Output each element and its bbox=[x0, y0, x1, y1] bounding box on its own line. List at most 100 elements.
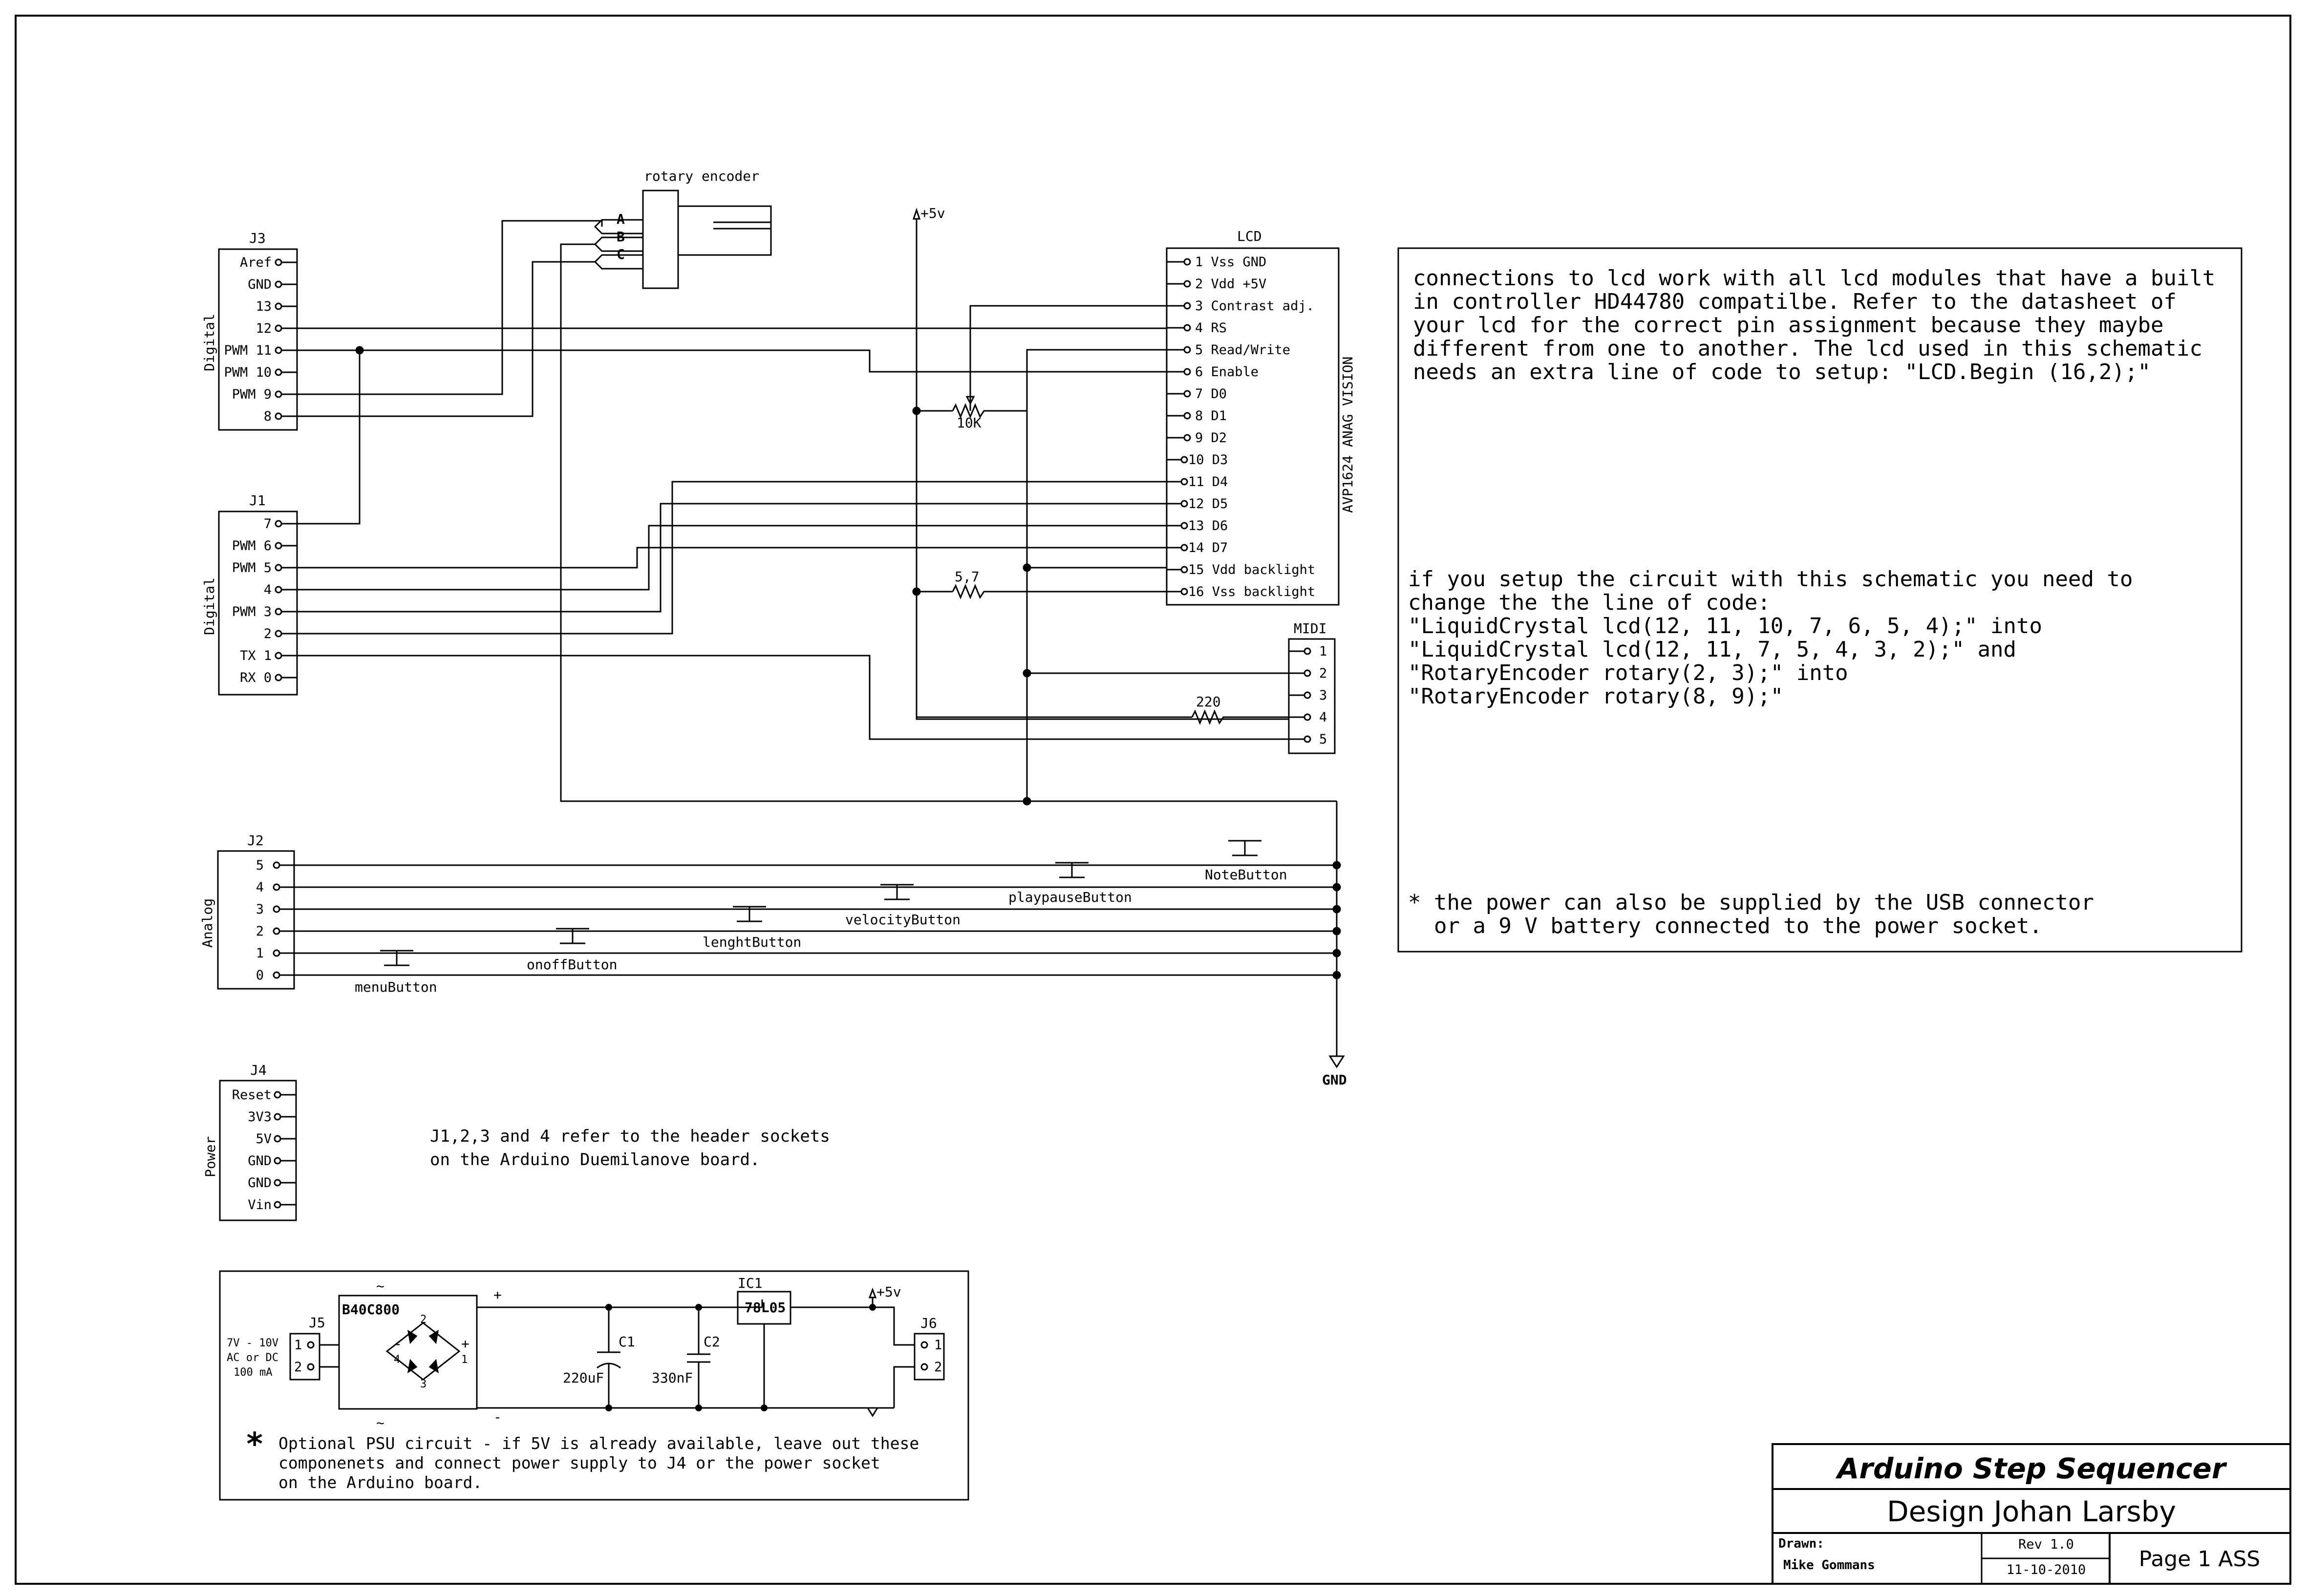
j1-pin-1: TX 1 bbox=[240, 648, 272, 663]
notes-frame bbox=[1397, 247, 2243, 953]
psu-input-line-3: 100 mA bbox=[234, 1366, 272, 1379]
bridge-pin-3: 3 bbox=[420, 1378, 427, 1390]
bridge-minus-sign: - bbox=[394, 1336, 402, 1352]
resistor-backlight-label: 5,7 bbox=[955, 569, 980, 585]
j5-ref: J5 bbox=[309, 1315, 325, 1331]
midi-body bbox=[1288, 638, 1336, 754]
power-note-line-1: * the power can also be supplied by the … bbox=[1408, 890, 2094, 915]
sheet-border bbox=[15, 15, 2291, 1585]
bridge-pin-4: 4 bbox=[394, 1354, 400, 1366]
header-j2: J2 Analog 5 4 3 2 1 0 bbox=[199, 832, 295, 990]
psu-plus-label: + bbox=[493, 1287, 502, 1303]
j3-pin-11: PWM 11 bbox=[224, 343, 272, 358]
wires-analog bbox=[279, 801, 1345, 1068]
code-note-line-6: "RotaryEncoder rotary(8, 9);" bbox=[1408, 684, 1783, 709]
lcd-pin-10: 10 D3 bbox=[1188, 452, 1228, 468]
bridge-tilde-bottom: ~ bbox=[376, 1415, 384, 1431]
j2-pin-3: 3 bbox=[256, 902, 264, 917]
title-block-title: Arduino Step Sequencer bbox=[1836, 1452, 2227, 1485]
bridge-ref: B40C800 bbox=[342, 1301, 400, 1318]
header-j4: J4 Power Reset 3V3 5V GND GND Vin bbox=[202, 1062, 297, 1221]
j3-pin-8: 8 bbox=[264, 409, 272, 424]
bridge-plus: + bbox=[461, 1336, 470, 1352]
code-note-line-3: "LiquidCrystal lcd(12, 11, 10, 7, 6, 5, … bbox=[1408, 614, 2042, 638]
header-j3: J3 Digital Aref GND 13 12 PWM 11 PWM 10 … bbox=[201, 230, 298, 431]
c2-value: 330nF bbox=[652, 1370, 693, 1386]
lcd-note-line-5: needs an extra line of code to setup: "L… bbox=[1413, 360, 2151, 384]
button-menu-label: menuButton bbox=[355, 979, 437, 995]
midi-connector: MIDI 1 2 3 4 5 bbox=[1288, 620, 1336, 754]
bridge-body bbox=[338, 1295, 478, 1410]
lcd-note-line-1: connections to lcd work with all lcd mod… bbox=[1413, 266, 2215, 291]
j1-body bbox=[218, 511, 298, 696]
notes-box: connections to lcd work with all lcd mod… bbox=[1397, 247, 2243, 953]
code-note-line-1: if you setup the circuit with this schem… bbox=[1408, 567, 2133, 592]
psu-note-line-2: componenets and connect power supply to … bbox=[278, 1453, 880, 1472]
supply-5v-label: +5v bbox=[920, 205, 945, 221]
j1-ref: J1 bbox=[249, 492, 266, 509]
resistor-midi bbox=[1191, 709, 1226, 725]
j4-pin-gnd2: GND bbox=[248, 1175, 272, 1191]
resistor-backlight bbox=[952, 584, 987, 599]
lcd-pin-7: 7 D0 bbox=[1195, 386, 1227, 402]
j3-side-label: Digital bbox=[201, 314, 217, 371]
j1-pin-5: PWM 5 bbox=[232, 560, 272, 575]
bridge-pin-2: 2 bbox=[420, 1314, 427, 1326]
j3-pin-gnd: GND bbox=[248, 277, 272, 292]
psu-note-star: * bbox=[245, 1426, 264, 1463]
lcd-pin-13: 13 D6 bbox=[1188, 518, 1228, 533]
lcd-pin-5: 5 Read/Write bbox=[1195, 342, 1290, 358]
lcd-pin-6: 6 Enable bbox=[1195, 364, 1259, 380]
button-onoff bbox=[556, 928, 589, 944]
title-block-page: Page 1 ASS bbox=[2139, 1547, 2260, 1572]
button-playpause bbox=[1055, 862, 1089, 878]
j5-pin-2: 2 bbox=[294, 1360, 302, 1375]
resistor-midi-label: 220 bbox=[1196, 694, 1221, 710]
gnd-label: GND bbox=[1322, 1072, 1347, 1088]
code-note-line-5: "RotaryEncoder rotary(2, 3);" into bbox=[1408, 660, 1848, 685]
button-note bbox=[1228, 840, 1261, 856]
lcd-pin-2: 2 Vdd +5V bbox=[1195, 277, 1266, 292]
j1-pin-3: PWM 3 bbox=[232, 604, 272, 619]
midi-pin-1: 1 bbox=[1319, 644, 1327, 659]
bridge-pin-1: 1 bbox=[461, 1354, 468, 1366]
j2-pin-0: 0 bbox=[256, 968, 264, 983]
j1-pin-7: 7 bbox=[264, 516, 272, 532]
j5-pin-1: 1 bbox=[294, 1338, 302, 1353]
j4-pin-3v3: 3V3 bbox=[248, 1109, 272, 1125]
encoder-title: rotary encoder bbox=[644, 168, 759, 184]
lcd-pin-14: 14 D7 bbox=[1188, 540, 1228, 555]
code-note-line-2: change the the line of code: bbox=[1408, 590, 1771, 615]
button-length-label: lenghtButton bbox=[703, 934, 801, 950]
psu-5v-label: +5v bbox=[876, 1284, 901, 1300]
code-note-line-4: "LiquidCrystal lcd(12, 11, 7, 5, 4, 3, 2… bbox=[1408, 637, 2016, 662]
button-velocity-label: velocityButton bbox=[845, 912, 961, 928]
button-playpause-label: playpauseButton bbox=[1008, 889, 1132, 905]
title-block-design: Design Johan Larsby bbox=[1887, 1495, 2176, 1528]
lcd-pin-16: 16 Vss backlight bbox=[1188, 584, 1315, 599]
j3-pin-aref: Aref bbox=[240, 255, 272, 270]
encoder-pin-a: A bbox=[617, 211, 625, 227]
psu-note-line-1: Optional PSU circuit - if 5V is already … bbox=[278, 1434, 919, 1453]
j2-pin-5: 5 bbox=[256, 858, 264, 873]
j3-pin-13: 13 bbox=[256, 299, 272, 314]
button-menu bbox=[380, 950, 413, 966]
j5-body bbox=[289, 1333, 320, 1381]
power-note-line-2: or a 9 V battery connected to the power … bbox=[1408, 914, 2042, 938]
j4-pin-5v: 5V bbox=[256, 1131, 272, 1147]
j6-pin-1: 1 bbox=[934, 1338, 942, 1353]
lcd-part-number: AVP1624 ANAG VISION bbox=[1340, 357, 1356, 513]
lcd-pin-15: 15 Vdd backlight bbox=[1188, 562, 1315, 577]
title-block: Arduino Step Sequencer Design Johan Lars… bbox=[1772, 1443, 2291, 1585]
button-length bbox=[733, 906, 766, 922]
title-block-drawn-by: Mike Gommans bbox=[1783, 1558, 1875, 1573]
j6-ref: J6 bbox=[920, 1315, 937, 1331]
j1-pin-2: 2 bbox=[264, 626, 272, 641]
j3-pin-12: 12 bbox=[256, 321, 272, 336]
bridge-diamond bbox=[385, 1322, 461, 1381]
midi-pin-4: 4 bbox=[1319, 710, 1327, 725]
wires-digital bbox=[297, 219, 1337, 806]
lcd-pin-4: 4 RS bbox=[1195, 320, 1227, 336]
psu-minus-label: - bbox=[493, 1409, 502, 1425]
j4-pin-reset: Reset bbox=[232, 1087, 272, 1103]
